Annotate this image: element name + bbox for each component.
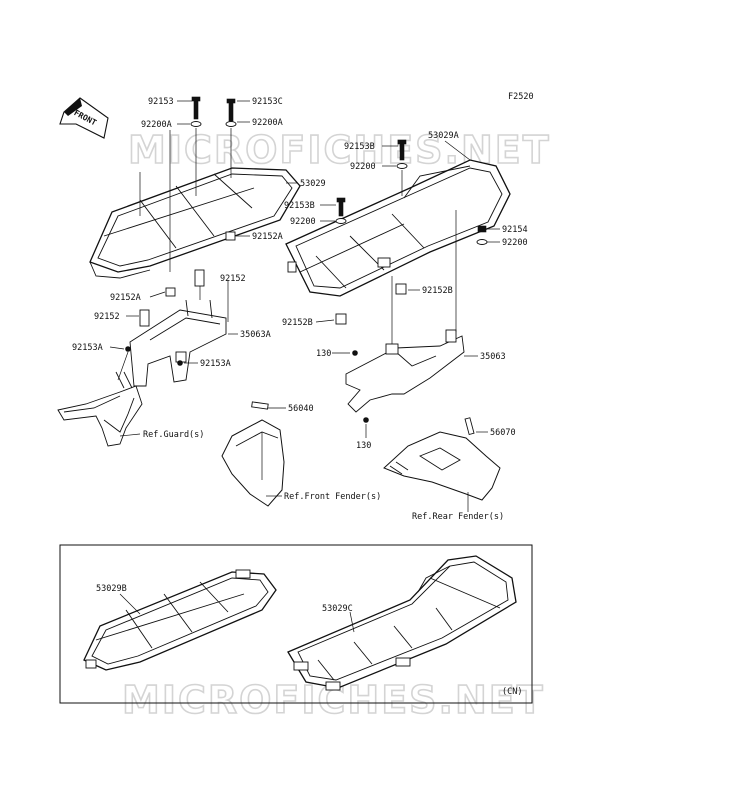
- label-92200a-left: 92200A: [141, 120, 172, 130]
- rear-rack-bolts: [335, 139, 488, 325]
- label-53029c: 53029C: [322, 604, 353, 614]
- label-92153: 92153: [148, 97, 174, 107]
- label-92154: 92154: [502, 225, 528, 235]
- label-92200a-right: 92200A: [252, 118, 283, 128]
- rear-bracket-35063: [345, 329, 465, 423]
- label-53029: 53029: [300, 179, 326, 189]
- front-rack-bolts: [139, 96, 237, 327]
- rack-variant-53029c: [287, 555, 517, 691]
- rack-variant-53029b: [83, 569, 277, 671]
- label-92152a-right: 92152A: [252, 232, 283, 242]
- label-92152b-right: 92152B: [422, 286, 453, 296]
- front-leader-lines: [109, 100, 298, 437]
- rear-fender-reference-drawing: [383, 417, 501, 512]
- inset-box: [59, 544, 533, 704]
- label-92200-mid: 92200: [290, 217, 316, 227]
- front-arrow-icon: FRONT: [59, 97, 109, 139]
- label-35063: 35063: [480, 352, 506, 362]
- label-53029b: 53029B: [96, 584, 127, 594]
- label-92152-right: 92152: [220, 274, 246, 284]
- label-92153b-top: 92153B: [344, 142, 375, 152]
- label-92200-top: 92200: [350, 162, 376, 172]
- label-92153a-right: 92153A: [200, 359, 231, 369]
- label-130-bottom: 130: [356, 441, 371, 451]
- rear-leader-lines: [315, 140, 500, 438]
- ref-guard: Ref.Guard(s): [143, 430, 204, 440]
- label-92153b-mid: 92153B: [284, 201, 315, 211]
- label-92153a-left: 92153A: [72, 343, 103, 353]
- label-92152a-left: 92152A: [110, 293, 141, 303]
- label-92200-right: 92200: [502, 238, 528, 248]
- label-130-top: 130: [316, 349, 331, 359]
- label-35063a: 35063A: [240, 330, 271, 340]
- front-carrier-rack-53029: [89, 167, 301, 279]
- label-56040: 56040: [288, 404, 314, 414]
- front-bracket-35063a: [125, 299, 227, 387]
- front-fender-reference-drawing: [221, 401, 286, 507]
- figure-code: F2520: [508, 92, 534, 102]
- label-92152-left: 92152: [94, 312, 120, 322]
- rear-carrier-rack-53029a: [285, 159, 511, 297]
- label-56070: 56070: [490, 428, 516, 438]
- label-92153c: 92153C: [252, 97, 283, 107]
- ref-rear-fender: Ref.Rear Fender(s): [412, 512, 504, 522]
- label-92152b-left: 92152B: [282, 318, 313, 328]
- ref-front-fender: Ref.Front Fender(s): [284, 492, 381, 502]
- label-53029a: 53029A: [428, 131, 459, 141]
- inset-note: (CN): [502, 687, 522, 697]
